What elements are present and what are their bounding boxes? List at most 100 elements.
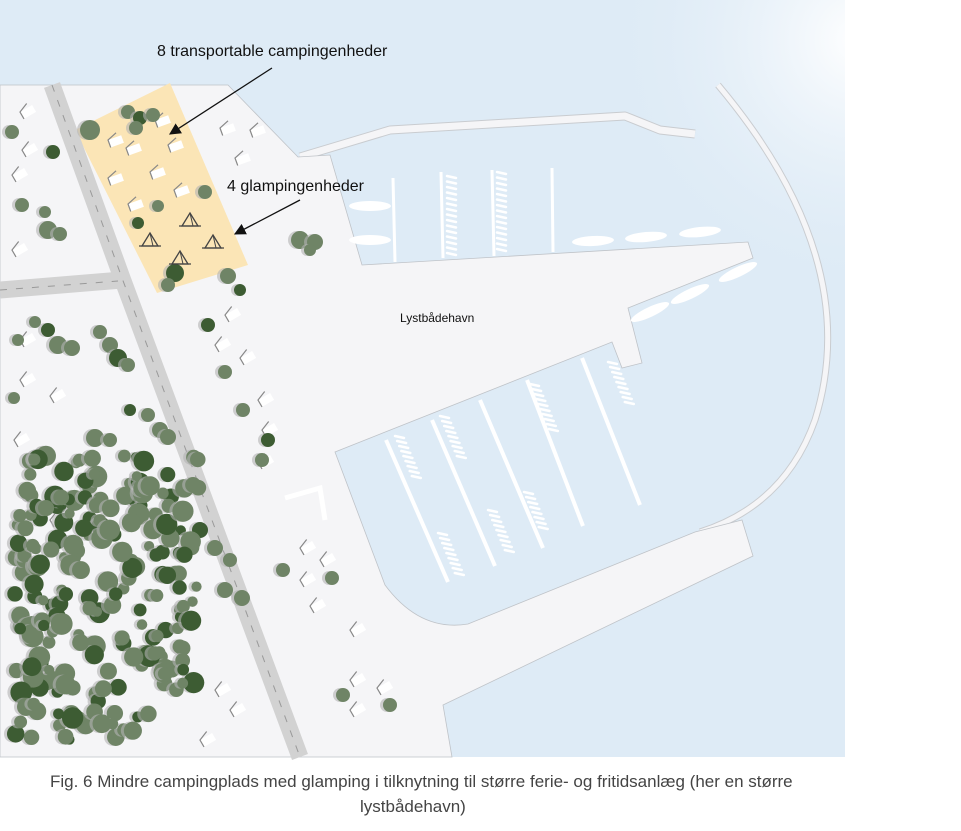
- tree: [136, 619, 148, 630]
- glamping-tents: [139, 211, 224, 265]
- finger-pier: [495, 176, 508, 181]
- tree: [255, 453, 269, 467]
- tree: [53, 708, 64, 720]
- tree: [223, 553, 237, 567]
- tree: [38, 619, 50, 632]
- finger-pier: [495, 187, 508, 192]
- tree: [53, 489, 70, 506]
- tree: [9, 534, 28, 552]
- finger-pier: [495, 236, 508, 242]
- tree: [50, 612, 73, 635]
- finger-pier: [440, 541, 453, 547]
- tree: [132, 217, 144, 229]
- finger-pier: [545, 422, 558, 428]
- boat: [349, 201, 391, 211]
- house-outline: [309, 597, 318, 614]
- tree: [106, 705, 124, 722]
- tree: [97, 571, 119, 592]
- house: [349, 621, 367, 638]
- tree: [172, 500, 194, 522]
- finger-pier: [438, 414, 451, 420]
- tree: [146, 108, 160, 122]
- finger-pier: [445, 251, 458, 257]
- tree: [124, 647, 144, 667]
- house-roof: [20, 333, 37, 347]
- house-roof: [174, 185, 190, 198]
- house-outline: [214, 681, 223, 698]
- tree: [28, 453, 41, 466]
- house-roof: [12, 243, 29, 257]
- tree: [12, 334, 24, 346]
- tree: [64, 340, 80, 356]
- finger-pier: [436, 531, 449, 537]
- tree: [172, 580, 187, 595]
- tree: [201, 318, 215, 332]
- house-roof: [350, 623, 367, 637]
- figure-caption-line2: lystbådehavn): [360, 797, 466, 816]
- tree: [58, 587, 74, 602]
- finger-pier: [522, 490, 535, 496]
- tree: [84, 645, 104, 665]
- finger-pier: [529, 505, 541, 511]
- house: [167, 137, 184, 153]
- house-outline: [11, 241, 20, 258]
- boat: [630, 302, 670, 322]
- tent-pole: [212, 234, 217, 249]
- finger-pier: [447, 434, 459, 440]
- house-outline: [167, 137, 177, 153]
- house-outline: [19, 103, 28, 120]
- house-roof: [300, 573, 317, 587]
- tree: [6, 725, 25, 743]
- tree: [140, 476, 160, 496]
- tree: [181, 610, 202, 631]
- side-road-centerline: [0, 280, 119, 291]
- tree: [25, 538, 40, 553]
- tent-icon: [202, 233, 224, 249]
- finger-pier: [495, 242, 508, 247]
- house-outline: [19, 371, 28, 388]
- house-outline: [234, 150, 244, 166]
- finger-pier: [442, 424, 455, 430]
- label-campsite-units: 8 transportable campingenheder: [157, 43, 388, 60]
- finger-pier: [537, 525, 549, 531]
- pier: [391, 177, 397, 263]
- house: [249, 122, 266, 138]
- house-outline: [239, 349, 248, 366]
- tree: [234, 590, 250, 606]
- finger-pier: [535, 397, 547, 403]
- house-roof: [225, 308, 242, 322]
- finger-pier: [547, 427, 560, 433]
- tree: [198, 185, 212, 199]
- finger-pier: [410, 474, 423, 480]
- tree: [147, 646, 162, 661]
- pier: [478, 399, 545, 549]
- tree: [140, 705, 157, 723]
- tree: [220, 268, 236, 284]
- marina-piers: [384, 167, 642, 583]
- tree: [86, 429, 104, 447]
- tree: [109, 587, 123, 601]
- boat: [572, 235, 614, 247]
- house-roof: [14, 433, 31, 447]
- trees: [2, 105, 397, 746]
- finger-pier: [495, 181, 508, 187]
- pier: [550, 167, 555, 253]
- house: [299, 571, 317, 588]
- house-outline: [149, 164, 159, 180]
- tree: [24, 468, 37, 481]
- tree: [13, 508, 27, 523]
- house-outline: [257, 391, 266, 408]
- tree: [14, 715, 28, 729]
- tree: [72, 561, 90, 580]
- finger-pier: [453, 571, 466, 577]
- house: [219, 120, 236, 136]
- tree: [46, 145, 60, 159]
- finger-pier: [445, 174, 458, 180]
- house-roof: [377, 681, 394, 695]
- arrow-icon: [233, 199, 301, 235]
- house-outline: [224, 306, 233, 323]
- finger-pier: [526, 500, 539, 506]
- finger-pier: [445, 218, 458, 224]
- finger-pier: [613, 375, 625, 381]
- finger-pier: [408, 469, 420, 475]
